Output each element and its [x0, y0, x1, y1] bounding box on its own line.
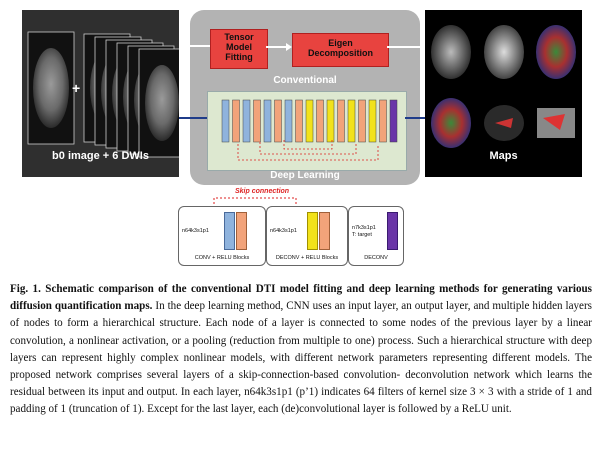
cnn-layer-block: [295, 99, 303, 143]
last-legend-label: DECONV: [364, 255, 388, 261]
maps-label: Maps: [489, 150, 518, 162]
deconv-legend-label: DECONV + RELU Blocks: [275, 255, 339, 261]
cnn-layer-block: [389, 99, 398, 143]
plus-sign: +: [72, 80, 81, 96]
caption-line-3: layer by a linear convolution, a nonline…: [10, 317, 593, 347]
relu-block-icon: [236, 212, 247, 250]
cnn-layer-block: [284, 99, 293, 143]
cnn-layer-block: [337, 99, 345, 143]
eigen-box-line-2: Decomposition: [307, 48, 373, 58]
caption-line-6: deconvolution network which learns the r…: [10, 369, 593, 399]
caption-fig-label: Fig. 1.: [10, 283, 41, 295]
cnn-layer-block: [316, 99, 324, 143]
eigen-box-line-1: Eigen: [328, 38, 353, 48]
color-fa-map: [536, 25, 576, 79]
dwi-brain: [145, 65, 179, 141]
cnn-layer-block: [379, 99, 387, 143]
skip-connection-line-middle: [259, 142, 357, 155]
caption-line-4: hierarchical structure with deep layers …: [10, 334, 592, 364]
deconv-params: n64k3s1p1: [270, 228, 297, 234]
cnn-layer-block: [221, 99, 230, 143]
skip-connection-line-inner: [283, 140, 333, 150]
tract-map-1: [431, 98, 471, 148]
caption-line-8: (de)convolutional layer is followed by a…: [281, 403, 512, 416]
dwi-image-stack: [27, 31, 186, 158]
eigen-decomposition-box: Eigen Decomposition: [292, 33, 389, 67]
last-deconv-block-icon: [387, 212, 398, 250]
caption-title: Schematic comparison of the conventional…: [10, 283, 593, 313]
cnn-layer-block: [368, 99, 377, 143]
cnn-layer-block: [232, 99, 240, 143]
figure-caption: Fig. 1. Schematic comparison of the conv…: [10, 281, 592, 419]
conventional-label: Conventional: [273, 75, 337, 86]
tensor-box-line-3: Fitting: [225, 52, 253, 62]
skip-connection-line-outer: [237, 144, 379, 161]
deep-learning-label: Deep Learning: [270, 170, 340, 181]
legend-last-deconv: n7k3s1p1 T: target DECONV: [348, 206, 404, 266]
fa-map: [431, 25, 471, 79]
cnn-layer-block: [358, 99, 366, 143]
tensor-model-fitting-box: Tensor Model Fitting: [210, 29, 268, 69]
conv-block-icon: [224, 212, 235, 250]
cnn-layer-block: [263, 99, 272, 143]
tensor-box-line-2: Model: [226, 42, 252, 52]
diffusion-maps-grid: [431, 25, 576, 148]
cnn-layers-diagram: [221, 99, 398, 161]
tract-overlay-3: [543, 114, 565, 130]
tract-overlay: [495, 118, 513, 128]
caption-line-2: hidden layers of nodes to form a hierarc…: [10, 300, 592, 330]
caption-line-7: filters of kernel size 3 × 3 with a stri…: [10, 386, 592, 416]
cnn-layer-block: [326, 99, 335, 143]
legend-deconv-relu: n64k3s1p1 DECONV + RELU Blocks: [266, 206, 348, 266]
last-params: n7k3s1p1: [352, 225, 376, 231]
cnn-layer-block: [242, 99, 251, 143]
cnn-layer-block: [253, 99, 261, 143]
last-target: T: target: [352, 232, 372, 238]
deep-learning-network-box: [207, 91, 407, 171]
deconv-block-icon: [307, 212, 318, 250]
output-maps-panel: [425, 10, 582, 177]
conv-legend-label: CONV + RELU Blocks: [194, 255, 250, 261]
cnn-layer-block: [274, 99, 282, 143]
cnn-layer-block: [347, 99, 356, 143]
md-map: [484, 25, 524, 79]
arrowhead-eigen: [286, 43, 292, 51]
cnn-layer-block: [305, 99, 314, 143]
skip-connection-label: Skip connection: [235, 188, 290, 195]
relu-block-icon-2: [319, 212, 330, 250]
caption-line-5: representing different models. The propo…: [10, 351, 592, 382]
flow-arrows: [179, 43, 425, 119]
input-label: b0 image + 6 DWIs: [52, 150, 149, 162]
legend-conv-relu: n64k3s1p1 CONV + RELU Blocks: [178, 206, 266, 266]
conv-params: n64k3s1p1: [182, 228, 209, 234]
input-images-panel: [22, 10, 186, 177]
caption-line-1: In the deep learning method, CNN uses an…: [155, 300, 530, 313]
tensor-box-line-1: Tensor: [224, 32, 254, 42]
